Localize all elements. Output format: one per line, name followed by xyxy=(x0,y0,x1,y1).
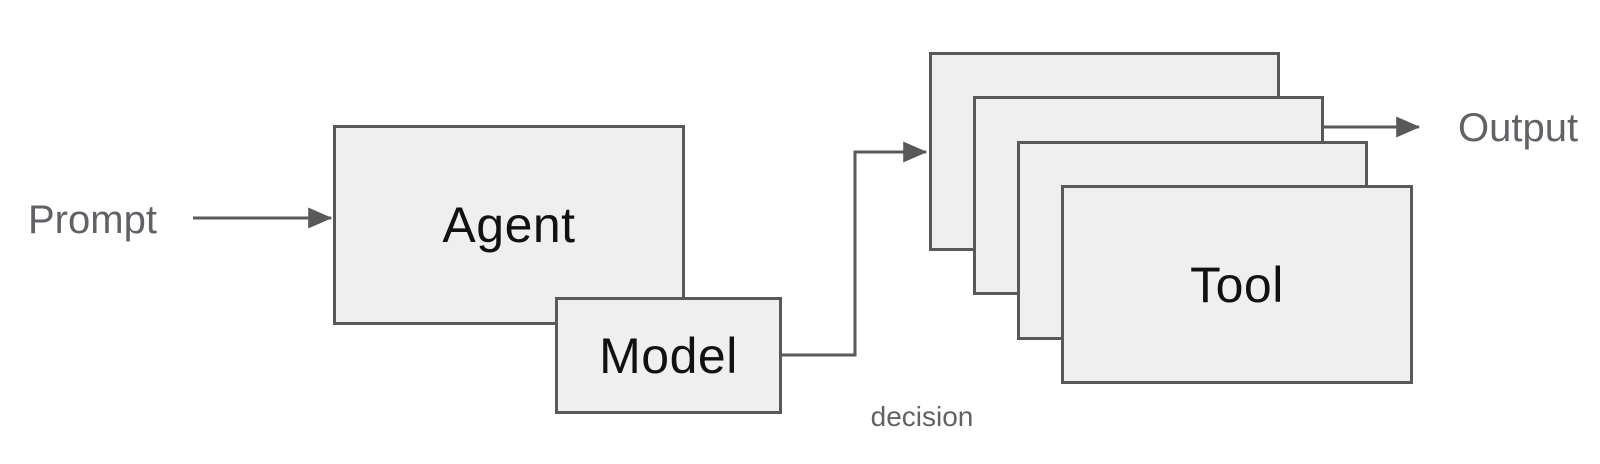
tool-label: Tool xyxy=(1190,256,1284,313)
model-decision-connector xyxy=(782,141,928,357)
output-label: Output xyxy=(1458,106,1579,150)
tool-box: Tool xyxy=(1061,185,1413,384)
model-box: Model xyxy=(555,297,782,414)
decision-label: decision xyxy=(870,401,974,432)
agent-label: Agent xyxy=(442,197,576,253)
model-label: Model xyxy=(599,327,738,384)
prompt-label: Prompt xyxy=(28,198,157,242)
agent-box: Agent xyxy=(333,125,685,325)
